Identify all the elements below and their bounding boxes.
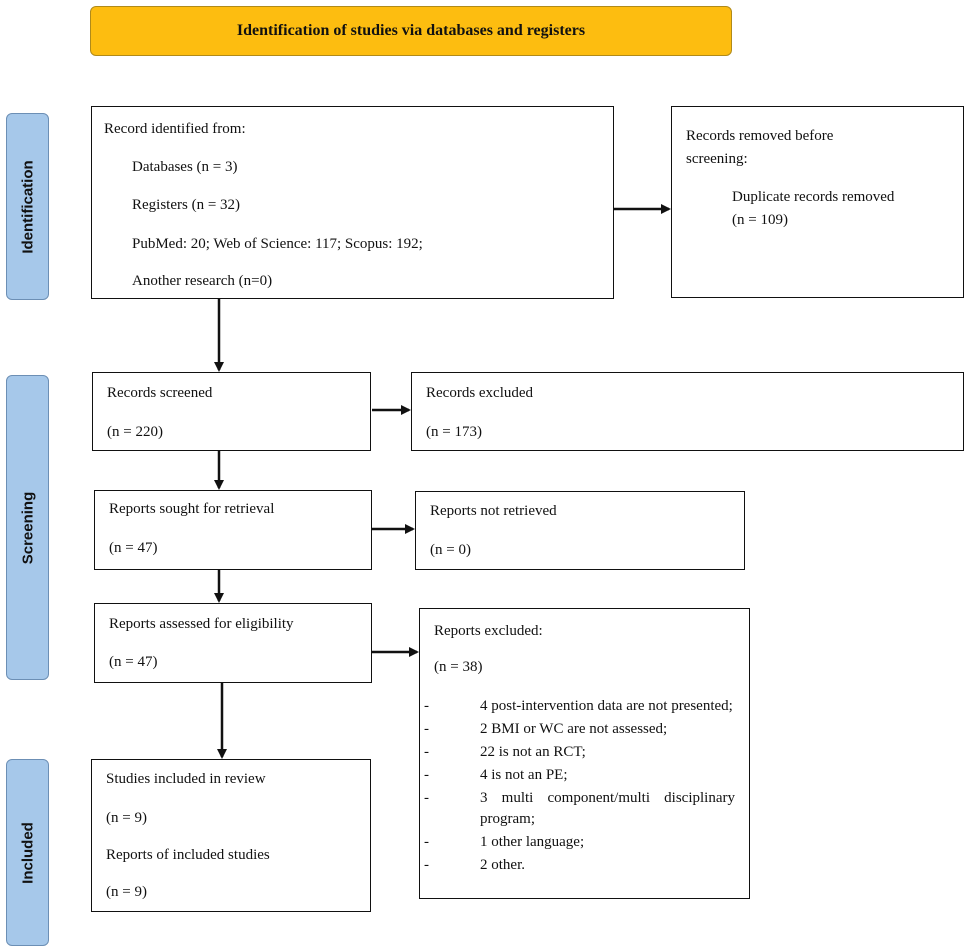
reports-excluded-label: Reports excluded: bbox=[434, 623, 543, 639]
excluded-n: (n = 173) bbox=[426, 424, 482, 440]
exclusion-reason: -3 multi component/multi disciplinary pr… bbox=[424, 790, 735, 827]
identified-registers: Registers (n = 32) bbox=[132, 197, 241, 213]
records-screened-box: Records screened (n = 220) bbox=[92, 372, 371, 451]
sought-label: Reports sought for retrieval bbox=[109, 501, 275, 517]
identified-another: Another research (n=0) bbox=[132, 273, 273, 289]
removed-heading-line1: Records removed before bbox=[686, 128, 834, 144]
removed-duplicates-n: (n = 109) bbox=[732, 212, 788, 228]
header-banner: Identification of studies via databases … bbox=[90, 6, 732, 56]
reports-excluded-box: Reports excluded: (n = 38) -4 post-inter… bbox=[419, 608, 750, 899]
assessed-label: Reports assessed for eligibility bbox=[109, 616, 294, 632]
identified-heading: Record identified from: bbox=[104, 121, 246, 137]
exclusion-reason: -4 post-intervention data are not presen… bbox=[424, 698, 733, 714]
sought-n: (n = 47) bbox=[109, 540, 158, 556]
header-title: Identification of studies via databases … bbox=[236, 22, 586, 39]
reports-sought-box: Reports sought for retrieval (n = 47) bbox=[94, 490, 372, 570]
exclusion-reason: -2 BMI or WC are not assessed; bbox=[424, 721, 668, 737]
exclusion-reason: -1 other language; bbox=[424, 834, 585, 850]
reports-assessed-box: Reports assessed for eligibility (n = 47… bbox=[94, 603, 372, 683]
identified-sources: PubMed: 20; Web of Science: 117; Scopus:… bbox=[132, 236, 423, 252]
removed-heading-line2: screening: bbox=[686, 151, 748, 167]
screened-n: (n = 220) bbox=[107, 424, 163, 440]
records-removed-box: Records removed before screening: Duplic… bbox=[671, 106, 964, 298]
included-studies-label: Studies included in review bbox=[106, 771, 266, 787]
reports-not-retrieved-box: Reports not retrieved (n = 0) bbox=[415, 491, 745, 570]
included-studies-n: (n = 9) bbox=[106, 810, 147, 826]
removed-duplicates: Duplicate records removed bbox=[732, 189, 895, 205]
phase-screening: Screening bbox=[6, 375, 49, 680]
reports-excluded-n: (n = 38) bbox=[434, 659, 483, 675]
assessed-n: (n = 47) bbox=[109, 654, 158, 670]
exclusion-reasons-list: -4 post-intervention data are not presen… bbox=[424, 696, 735, 878]
not-retrieved-label: Reports not retrieved bbox=[430, 503, 557, 519]
not-retrieved-n: (n = 0) bbox=[430, 542, 471, 558]
records-identified-box: Record identified from: Databases (n = 3… bbox=[91, 106, 614, 299]
phase-identification: Identification bbox=[6, 113, 49, 300]
identified-databases: Databases (n = 3) bbox=[132, 159, 238, 175]
excluded-label: Records excluded bbox=[426, 385, 534, 401]
exclusion-reason: -22 is not an RCT; bbox=[424, 744, 586, 760]
exclusion-reason: -2 other. bbox=[424, 857, 525, 873]
phase-included: Included bbox=[6, 759, 49, 946]
exclusion-reason: -4 is not an PE; bbox=[424, 767, 568, 783]
screened-label: Records screened bbox=[107, 385, 213, 401]
included-reports-label: Reports of included studies bbox=[106, 847, 270, 863]
records-excluded-box: Records excluded (n = 173) bbox=[411, 372, 964, 451]
studies-included-box: Studies included in review (n = 9) Repor… bbox=[91, 759, 371, 912]
included-reports-n: (n = 9) bbox=[106, 884, 147, 900]
